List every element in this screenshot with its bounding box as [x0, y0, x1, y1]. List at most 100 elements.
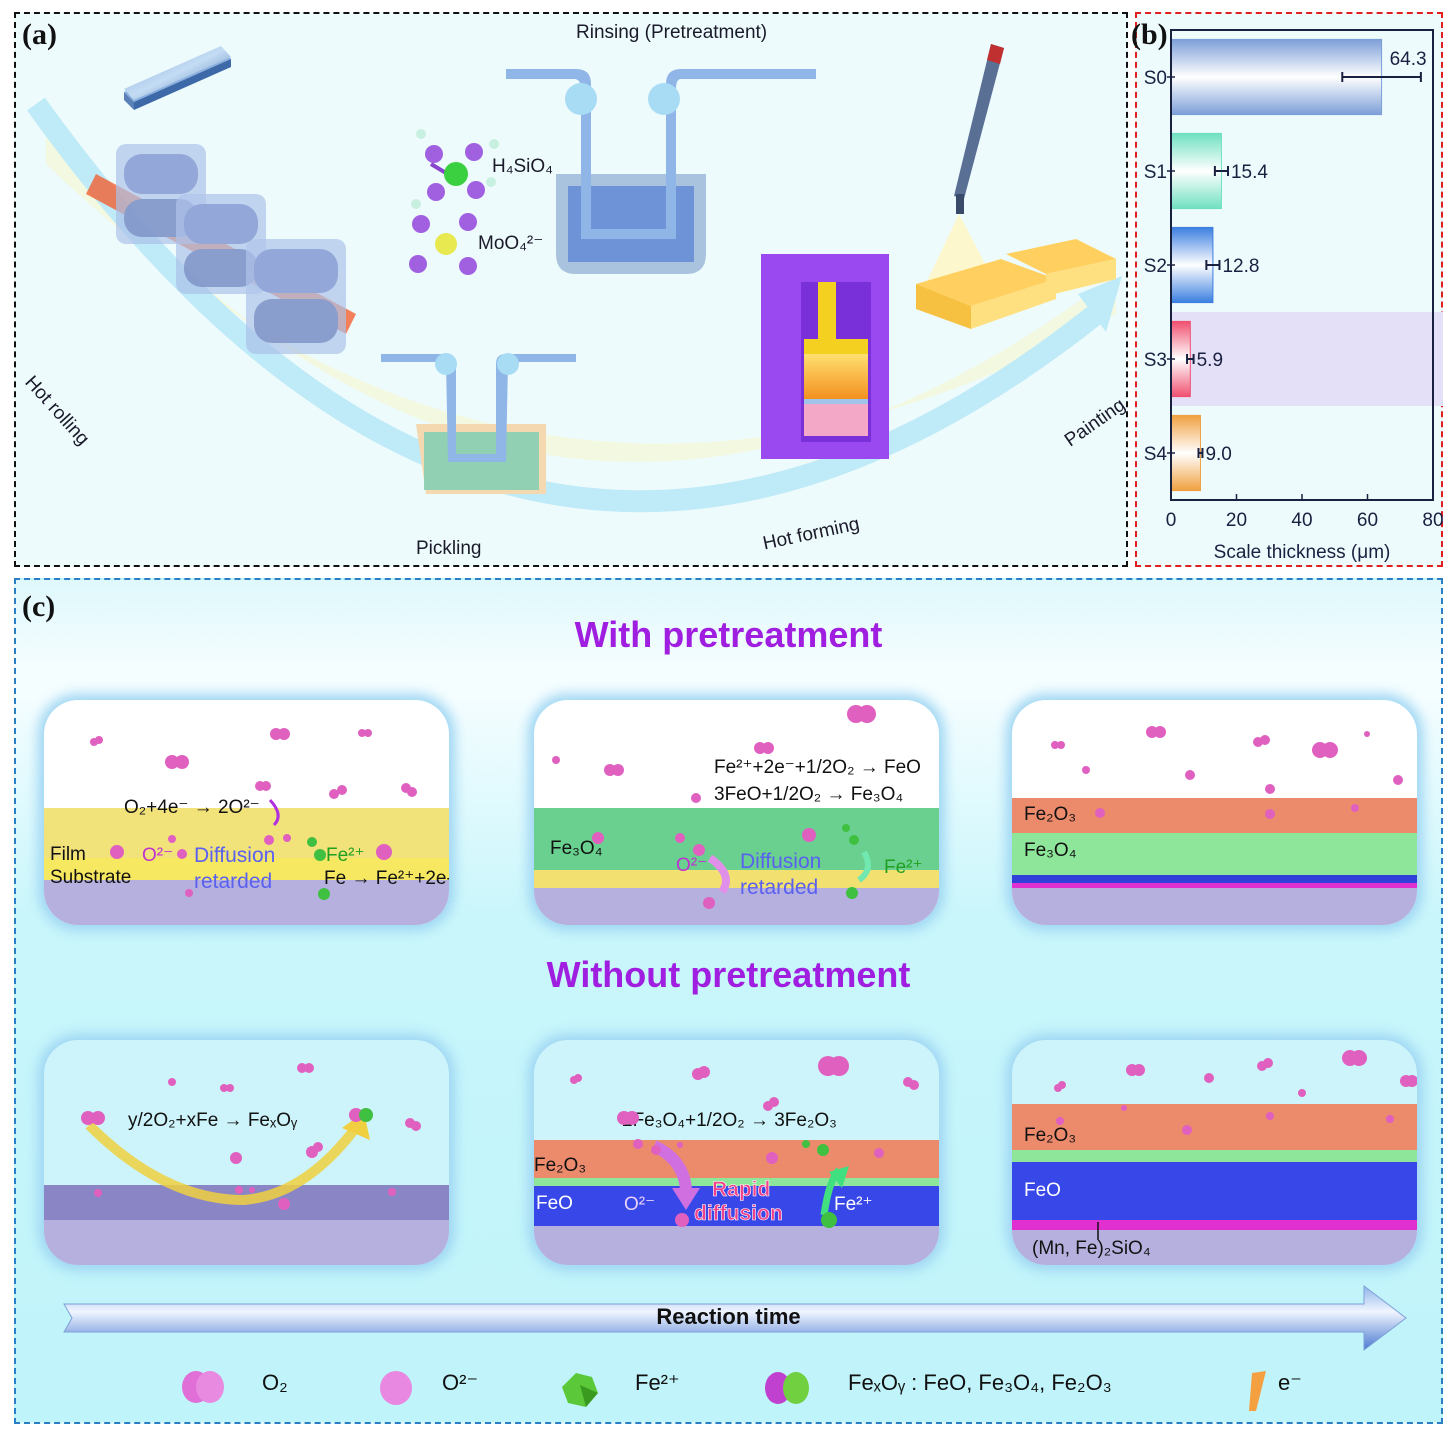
category-label-S1: S1: [1144, 162, 1167, 183]
reaction-time-label: Reaction time: [656, 1304, 801, 1329]
fe3o4-layer: [534, 1178, 939, 1186]
reduction-arrow: [268, 798, 280, 827]
feo-label: FeO: [1024, 1180, 1061, 1201]
iron-ion-label: Fe²⁺: [326, 845, 365, 866]
diffusion-label: Diffusion: [740, 850, 822, 873]
category-label-S3: S3: [1144, 350, 1167, 371]
silicate-layer: [1012, 883, 1417, 888]
bar-S1: [1170, 132, 1222, 210]
substrate-layer: [1012, 888, 1417, 925]
with-pretreatment-title: With pretreatment: [574, 614, 883, 655]
molybdate-label: MoO₄²⁻: [478, 233, 544, 254]
legend-label-iron-oxide: FeₓOᵧ : FeO, Fe₃O₄, Fe₂O₃: [848, 1370, 1112, 1395]
panel-c-oxidation-mechanism: (c) With pretreatment Without pretreatme…: [14, 578, 1443, 1424]
feo-layer: [1012, 875, 1417, 883]
panel-b-letter: (b): [1131, 18, 1168, 51]
film-label: Film: [50, 844, 86, 865]
panel-a-letter: (a): [22, 18, 57, 51]
feo-label: FeO: [536, 1193, 573, 1214]
stage-particles: [1051, 726, 1403, 819]
process-illustration: [27, 44, 1122, 513]
diffusion-label: diffusion: [694, 1202, 783, 1226]
retarded-label: retarded: [194, 870, 273, 893]
fayalite-label: (Mn, Fe)₂SiO₄: [1032, 1238, 1151, 1259]
category-label-S0: S0: [1144, 68, 1167, 89]
retarded-label: retarded: [740, 876, 819, 899]
iron-oxide-icon: [765, 1372, 809, 1404]
fe3o4-layer: [1012, 1150, 1417, 1162]
oxygen-diffusion-arrow: [707, 854, 730, 895]
direct-oxidation-equation: y/2O₂+xFe → FeₓOᵧ: [128, 1110, 298, 1131]
process-arrowhead: [1078, 276, 1122, 332]
without-stage-3-card: Fe₂O₃ FeO (Mn, Fe)₂SiO₄: [1012, 1040, 1417, 1265]
feo-layer: [534, 1186, 939, 1226]
data-label-S0: 64.3: [1390, 49, 1427, 70]
electron-icon: [1249, 1371, 1266, 1411]
legend-label-iron-ion: Fe²⁺: [635, 1370, 680, 1395]
substrate-layer: [44, 1220, 449, 1265]
step-label-pickling: Pickling: [416, 538, 482, 559]
silicate-label: H₄SiO₄: [492, 156, 553, 177]
iron-ion-icon: [562, 1373, 598, 1407]
highlight-band: [1171, 312, 1443, 406]
data-label-S1: 15.4: [1231, 162, 1268, 183]
x-tick-label-20: 20: [1226, 510, 1247, 531]
substrate-label: Substrate: [50, 867, 132, 888]
feo-formation-equation: Fe²⁺+2e⁻+1/2O₂ → FeO: [714, 757, 921, 778]
category-label-S2: S2: [1144, 256, 1167, 277]
iron-oxidation-equation: Fe → Fe²⁺+2e-: [324, 868, 449, 889]
fe2o3-label: Fe₂O₃: [534, 1155, 587, 1176]
film-layer-lower: [44, 858, 449, 880]
x-tick-label-40: 40: [1291, 510, 1312, 531]
fe3o4-label: Fe₃O₄: [550, 838, 603, 859]
oxygen-reduction-equation: O₂+4e⁻ → 2O²⁻: [124, 797, 260, 818]
oxygen-ion-label: O²⁻: [624, 1194, 656, 1215]
iron-ion-label: Fe²⁺: [834, 1194, 873, 1215]
silicate-layer: [1012, 1220, 1417, 1230]
hematite-formation-equation: 2Fe₃O₄+1/2O₂ → 3Fe₂O₃: [622, 1110, 837, 1131]
substrate-layer: [534, 1226, 939, 1265]
legend-label-electron: e⁻: [1278, 1370, 1302, 1395]
data-label-S4: 9.0: [1205, 444, 1231, 465]
x-tick-label-80: 80: [1422, 510, 1443, 531]
reaction-arrow: [85, 1121, 358, 1206]
substrate-layer: [534, 888, 939, 925]
molybdate-molecule-icon: [409, 213, 477, 275]
reaction-time-arrow: [63, 1284, 1407, 1352]
fe3o4-label: Fe₃O₄: [1024, 840, 1077, 861]
panel-a-process-flow: (a): [14, 12, 1128, 567]
silicate-molecule-icon: [411, 129, 499, 209]
diffusion-label: Diffusion: [194, 844, 276, 867]
x-tick-label-60: 60: [1357, 510, 1378, 531]
painted-part-icon: [916, 239, 1116, 329]
pickling-tank-icon: [381, 353, 576, 494]
step-label-rinsing: Rinsing (Pretreatment): [576, 22, 768, 43]
legend-label-o2: O₂: [262, 1370, 288, 1395]
o2-molecule-icon: [182, 1371, 224, 1403]
stage-particles: [1054, 1050, 1417, 1240]
bar-S4: [1170, 414, 1201, 492]
rapid-label: Rapid: [712, 1178, 771, 1202]
rolling-mill-icon: [86, 144, 356, 354]
with-stage-1-card: O₂+4e⁻ → 2O²⁻ Film Substrate O²⁻ Diffusi…: [44, 700, 449, 925]
fe2o3-layer: [534, 1140, 939, 1178]
without-stage-1-card: y/2O₂+xFe → FeₓOᵧ: [44, 1040, 449, 1265]
x-axis-label: Scale thickness (μm): [1214, 542, 1391, 563]
fe2o3-label: Fe₂O₃: [1024, 1125, 1077, 1146]
fe2o3-layer: [1012, 1104, 1417, 1150]
stage-particles: [552, 705, 876, 909]
with-stage-3-card: Fe₂O₃ Fe₃O₄: [1012, 700, 1417, 925]
spray-gun-icon: [921, 44, 1004, 294]
oxygen-ion-label: O²⁻: [676, 855, 708, 876]
substrate-layer: [44, 880, 449, 925]
panel-c-letter: (c): [22, 590, 56, 623]
stage-particles: [90, 728, 417, 900]
rinsing-tank-icon: [506, 69, 816, 274]
x-tick-label-0: 0: [1166, 510, 1177, 531]
fe2o3-label: Fe₂O₃: [1024, 804, 1077, 825]
category-label-S4: S4: [1144, 444, 1168, 465]
legend-icons: [182, 1371, 1266, 1411]
iron-diffusion-arrow: [857, 850, 871, 883]
oxygen-ion-icon: [380, 1371, 412, 1405]
